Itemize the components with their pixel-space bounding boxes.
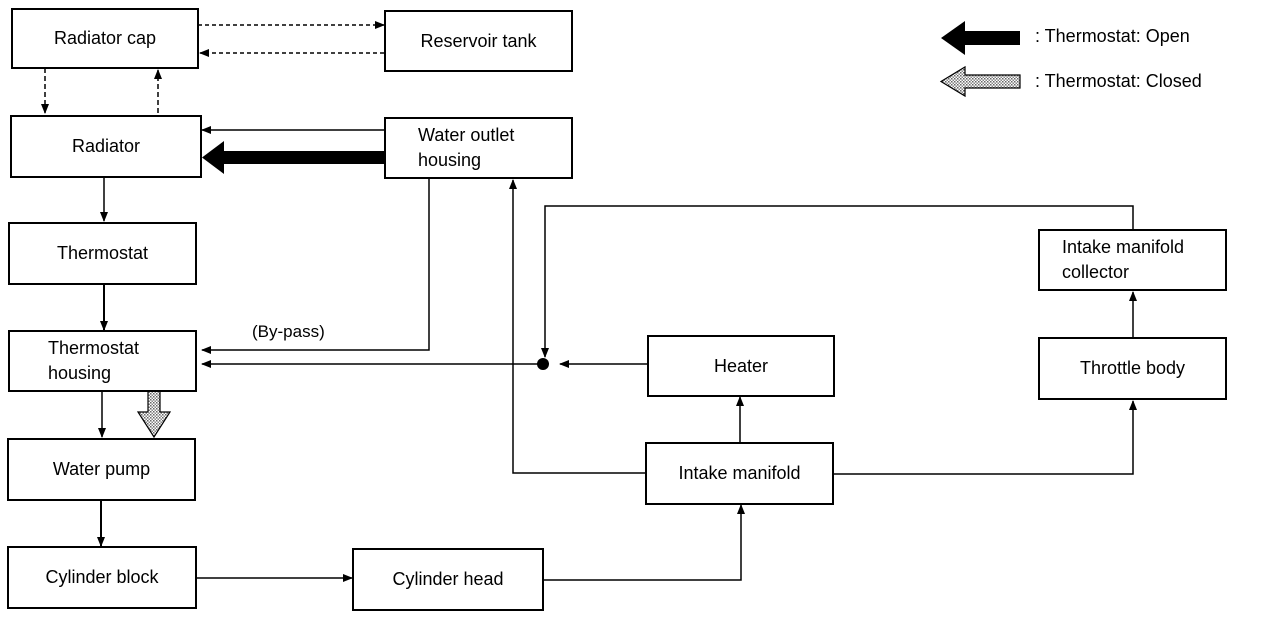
node-water-pump: Water pump	[7, 438, 196, 501]
node-heater: Heater	[647, 335, 835, 397]
edge-collector-to-junction	[541, 205, 1134, 358]
thermostat-open-arrow	[202, 141, 384, 174]
node-reservoir-tank: Reservoir tank	[384, 10, 573, 72]
edge-manifold-to-outlet	[509, 179, 646, 474]
legend-closed-label: : Thermostat: Closed	[1035, 71, 1202, 91]
node-intake-manifold-label: Intake manifold	[678, 463, 801, 483]
node-intake-manifold: Intake manifold	[645, 442, 834, 505]
thermostat-closed-arrow	[136, 390, 172, 439]
node-heater-label: Heater	[713, 355, 769, 376]
node-radiator-label: Radiator	[71, 136, 141, 156]
node-intake-manifold-collector-label: Intake manifold collector	[1062, 237, 1185, 282]
node-intake-manifold-collector: Intake manifold collector	[1038, 229, 1227, 291]
node-radiator-cap-label: Radiator cap	[53, 28, 157, 48]
edge-head-to-manifold	[544, 504, 745, 581]
legend-open-arrow	[941, 21, 1020, 55]
node-thermostat-label: Thermostat	[56, 243, 149, 263]
node-throttle-body-label: Throttle body	[1079, 358, 1186, 378]
edge-manifold-to-throttle	[833, 400, 1137, 475]
node-radiator-cap: Radiator cap	[11, 8, 199, 69]
node-throttle-body: Throttle body	[1038, 337, 1227, 400]
node-radiator: Radiator	[10, 115, 202, 178]
node-water-pump-label: Water pump	[52, 459, 151, 479]
node-reservoir-tank-label: Reservoir tank	[420, 30, 537, 51]
node-cylinder-block: Cylinder block	[7, 546, 197, 609]
node-cylinder-block-label: Cylinder block	[45, 567, 159, 587]
node-thermostat: Thermostat	[8, 222, 197, 285]
legend-closed-arrow	[939, 65, 1021, 98]
node-thermostat-housing-label: Thermostat housing	[48, 338, 140, 383]
legend-open-label: : Thermostat: Open	[1035, 26, 1190, 46]
node-cylinder-head-label: Cylinder head	[392, 569, 504, 589]
node-water-outlet-housing: Water outlet housing	[384, 117, 573, 179]
node-thermostat-housing: Thermostat housing	[8, 330, 197, 392]
edge-bypass	[201, 178, 430, 354]
bypass-label: (By-pass)	[252, 322, 325, 341]
junction-node	[537, 358, 549, 370]
node-water-outlet-housing-label: Water outlet housing	[418, 125, 515, 170]
node-cylinder-head: Cylinder head	[352, 548, 544, 611]
